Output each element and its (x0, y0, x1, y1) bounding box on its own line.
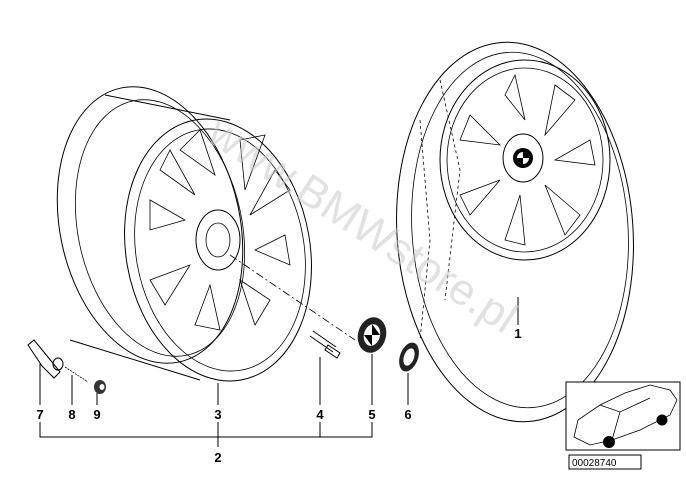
part-code: 00028740 (572, 458, 617, 469)
callout-5: 5 (368, 407, 375, 422)
hub-cap-5 (357, 317, 387, 353)
callout-8: 8 (68, 407, 75, 422)
rim-hub (195, 209, 241, 271)
rim-spokes (149, 129, 291, 331)
callout-2: 2 (214, 450, 221, 465)
callout-4: 4 (316, 407, 324, 422)
callout-7: 7 (36, 407, 43, 422)
callout-6: 6 (404, 407, 411, 422)
assembly-bracket (39, 422, 373, 447)
callout-1: 1 (514, 326, 521, 341)
wheel-tire-drawing (396, 41, 634, 423)
wheel-bolt-4 (309, 330, 341, 359)
callout-9: 9 (93, 407, 100, 422)
emblem-6 (399, 342, 419, 372)
leader-lines (39, 297, 519, 447)
callout-3: 3 (214, 407, 221, 422)
valve-parts (27, 339, 106, 394)
car-location-inset: 00028740 (565, 381, 681, 470)
rim-drawing (56, 86, 356, 382)
